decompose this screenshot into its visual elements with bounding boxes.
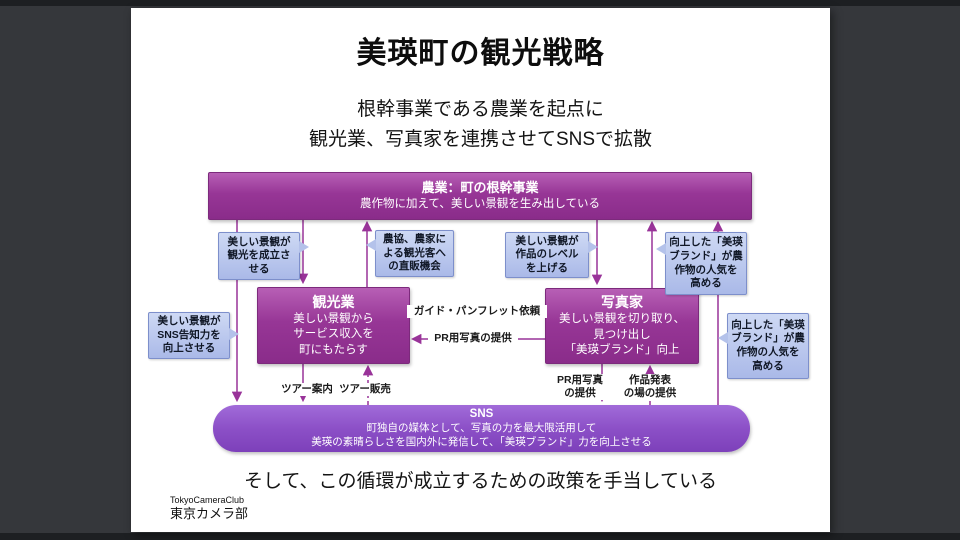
- node-photographer-title: 写真家: [601, 294, 643, 311]
- node-farming: 農業：町の根幹事業 農作物に加えて、美しい景観を生み出している: [208, 172, 752, 220]
- label-tour-sales: ツアー販売: [332, 383, 398, 397]
- callout-text: 美しい景観が 作品のレベル を上げる: [515, 234, 579, 274]
- callout-landscape-enables-tourism: 美しい景観が 観光を成立さ せる: [218, 232, 309, 280]
- callout-tip-icon: [718, 332, 728, 344]
- callout-text: 美しい景観が SNS告知力を 向上させる: [157, 315, 221, 355]
- node-sns: SNS 町独自の媒体として、写真の力を最大限活用して 美瑛の素晴らしさを国内外に…: [213, 405, 750, 452]
- logo-text-en: TokyoCameraClub: [170, 495, 245, 505]
- label-pr-photo-provision-mid: PR用写真の提供: [428, 332, 518, 346]
- slide-conclusion: そして、この循環が成立するための政策を手当している: [244, 471, 717, 492]
- node-tourism-title: 観光業: [312, 293, 355, 310]
- bottom-letterbox: [0, 533, 960, 540]
- callout-tip-icon: [229, 328, 239, 340]
- slide-title: 美瑛町の観光戦略: [356, 37, 605, 70]
- node-farming-title: 農業：町の根幹事業: [421, 180, 539, 196]
- callout-text: 向上した「美瑛 ブランド」が農 作物の人気を 高める: [731, 318, 805, 372]
- label-pr-photo-provision-bottom: PR用写真 の提供: [551, 374, 609, 401]
- node-photographer-body: 美しい景観を切り取り、 見つけ出し 「美瑛ブランド」向上: [558, 313, 686, 357]
- node-farming-body: 農作物に加えて、美しい景観を生み出している: [359, 198, 600, 211]
- top-letterbox: [0, 0, 960, 6]
- callout-tip-icon: [656, 243, 666, 255]
- callout-landscape-raises-work-level: 美しい景観が 作品のレベル を上げる: [505, 232, 598, 278]
- callout-brand-boosts-farm-popularity-top: 向上した「美瑛 ブランド」が農 作物の人気を 高める: [656, 232, 747, 295]
- node-photographer: 写真家 美しい景観を切り取り、 見つけ出し 「美瑛ブランド」向上: [545, 288, 699, 364]
- label-guide-pamphlet-request: ガイド・パンフレット依頼: [407, 305, 547, 319]
- node-sns-title: SNS: [469, 408, 494, 421]
- callout-text: 農協、農家に よる観光客へ の直販機会: [383, 233, 446, 273]
- node-tourism-body: 美しい景観から サービス収入を 町にもたらす: [293, 312, 374, 356]
- callout-brand-boosts-farm-popularity-bottom: 向上した「美瑛 ブランド」が農 作物の人気を 高める: [718, 313, 809, 379]
- slide-subtitle-line2: 観光業、写真家を連携させてSNSで拡散: [308, 129, 653, 150]
- label-works-presentation-venue: 作品発表 の場の提供: [613, 374, 687, 401]
- node-sns-body-line2: 美瑛の素晴らしさを国内外に発信して、「美瑛ブランド」力を向上させる: [311, 435, 652, 448]
- slide-subtitle-line1: 根幹事業である農業を起点に: [357, 99, 604, 120]
- callout-tip-icon: [299, 241, 309, 253]
- label-tour-guide: ツアー案内: [274, 383, 340, 397]
- presentation-slide: 美瑛町の観光戦略 根幹事業である農業を起点に 観光業、写真家を連携させてSNSで…: [131, 8, 830, 532]
- tokyo-camera-club-logo: TokyoCameraClub 東京カメラ部: [170, 495, 249, 521]
- callout-landscape-boosts-sns-reach: 美しい景観が SNS告知力を 向上させる: [148, 312, 239, 359]
- callout-text: 美しい景観が 観光を成立さ せる: [227, 235, 291, 275]
- node-tourism: 観光業 美しい景観から サービス収入を 町にもたらす: [257, 287, 410, 364]
- logo-text-jp: 東京カメラ部: [170, 505, 249, 521]
- callout-farm-direct-sales: 農協、農家に よる観光客へ の直販機会: [366, 230, 454, 277]
- callout-text: 向上した「美瑛 ブランド」が農 作物の人気を 高める: [669, 236, 743, 290]
- callout-tip-icon: [588, 241, 598, 253]
- node-sns-body-line1: 町独自の媒体として、写真の力を最大限活用して: [366, 422, 597, 435]
- callout-tip-icon: [366, 239, 376, 251]
